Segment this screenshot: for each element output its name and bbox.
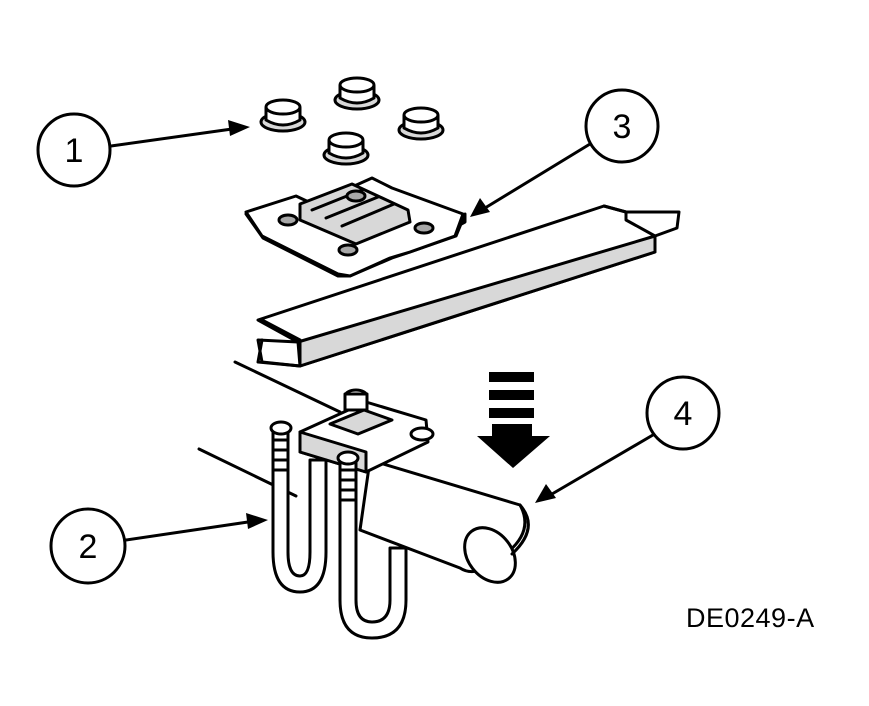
callout-3: 3	[584, 88, 660, 164]
leader-lines	[109, 120, 660, 542]
axle-saddle	[298, 388, 435, 474]
callout-2: 2	[49, 507, 127, 585]
nuts-group	[259, 76, 445, 166]
nut	[333, 76, 381, 111]
callout-1: 1	[36, 112, 112, 188]
svg-text:2: 2	[79, 528, 98, 566]
nut	[259, 98, 307, 133]
callout-4: 4	[645, 375, 721, 451]
svg-text:1: 1	[65, 132, 84, 170]
svg-text:3: 3	[613, 108, 632, 146]
leaf-spring	[256, 204, 681, 368]
axle-tube	[197, 360, 530, 584]
u-bolts	[269, 420, 408, 640]
svg-text:4: 4	[674, 395, 693, 433]
figure-id-label: DE0249-A	[686, 603, 815, 633]
spring-plate	[244, 176, 467, 278]
nut	[322, 131, 370, 166]
nut	[397, 106, 445, 141]
install-direction-arrow	[477, 372, 550, 468]
